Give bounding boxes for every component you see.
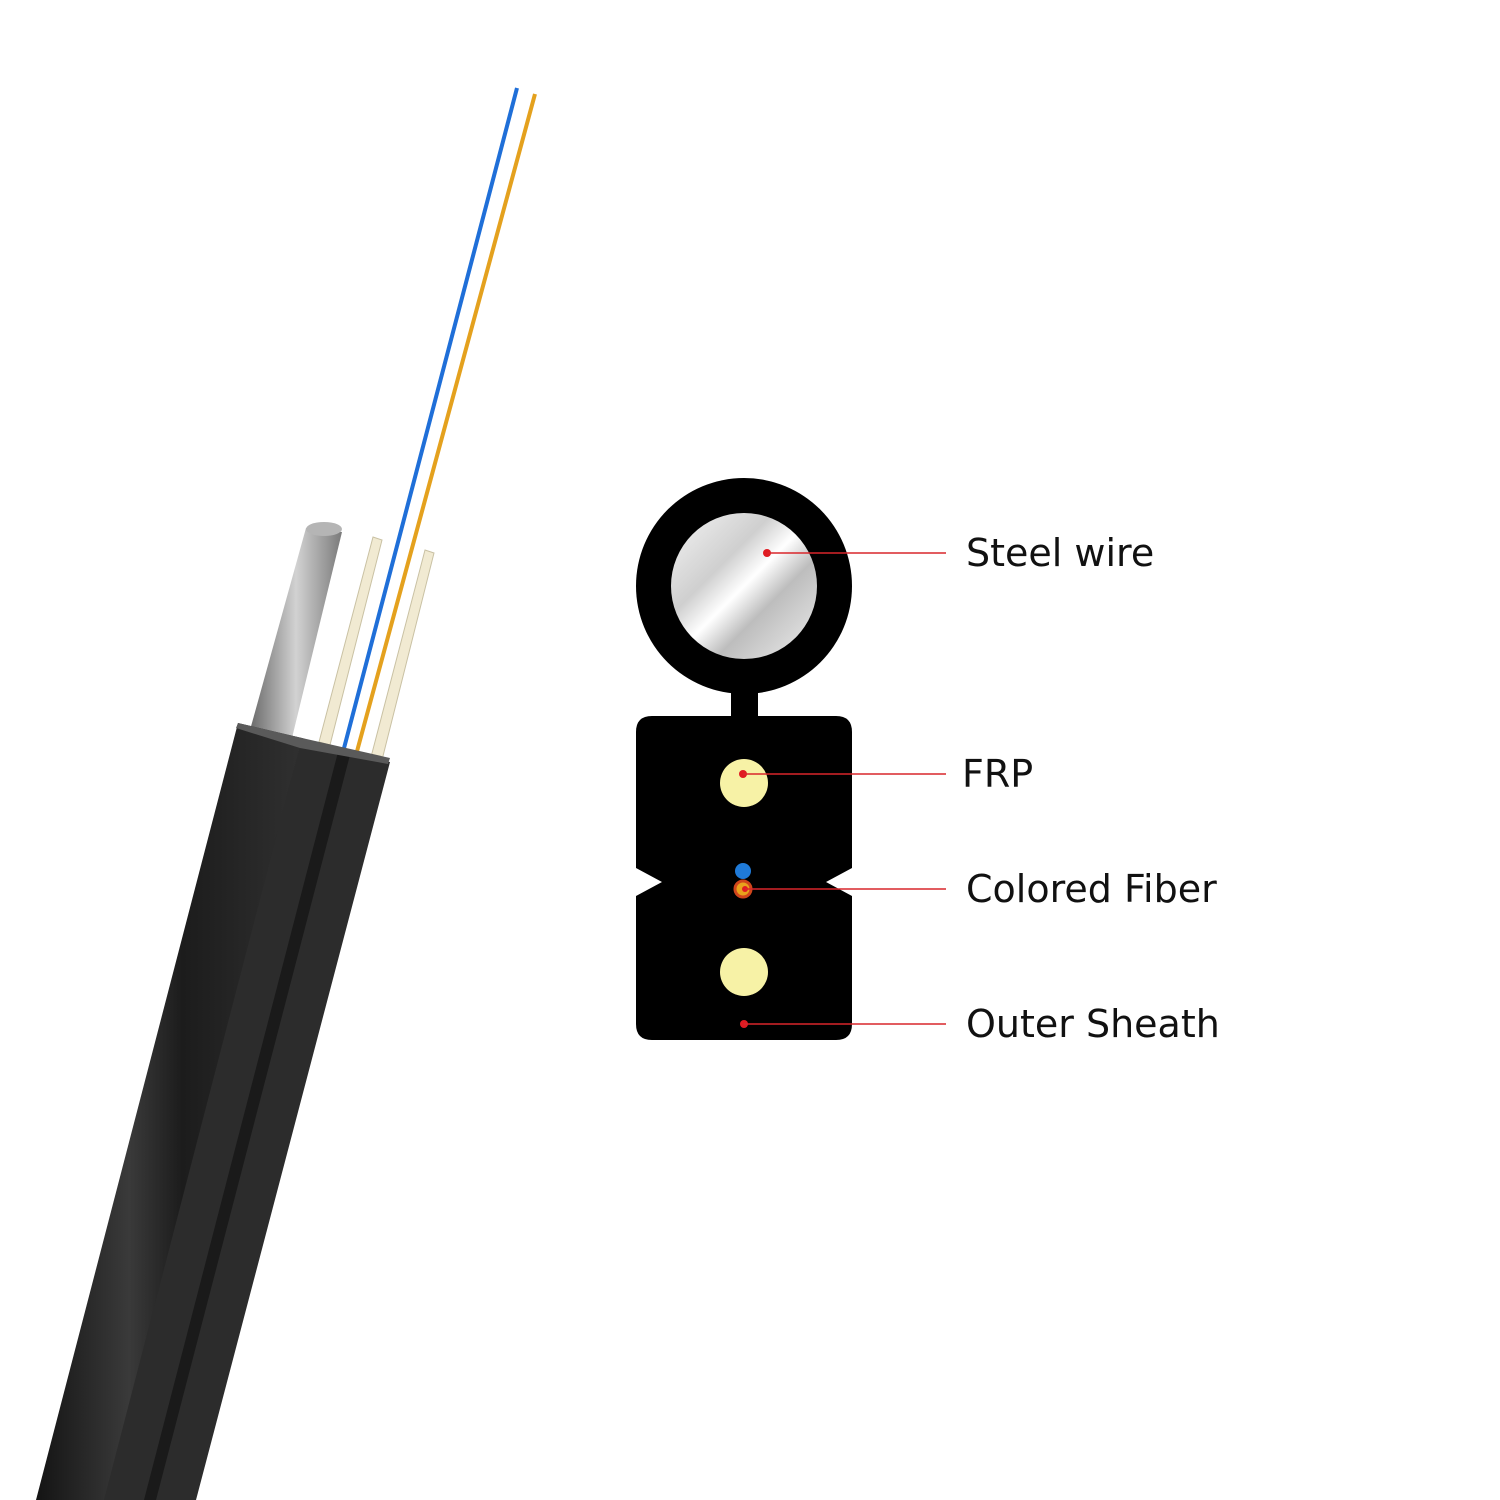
colored-fiber-blue: [735, 863, 751, 879]
label-outer-sheath: Outer Sheath: [966, 1002, 1220, 1046]
leader-colored-fiber: [742, 886, 946, 892]
label-frp: FRP: [962, 752, 1033, 796]
cable-jacket-groove: [144, 752, 350, 1500]
orange-fiber-strand: [354, 93, 537, 756]
leader-steel-wire: [763, 549, 946, 557]
leader-lines: [739, 549, 946, 1028]
label-colored-fiber: Colored Fiber: [966, 867, 1217, 911]
frp-bottom: [720, 948, 768, 996]
cable-cut-face: [236, 723, 390, 764]
steel-wire-strand: [250, 528, 342, 738]
steel-wire-end: [306, 522, 342, 536]
cross-section: [636, 478, 852, 1040]
label-steel-wire: Steel wire: [966, 531, 1154, 575]
frp-top: [720, 759, 768, 807]
leader-outer-sheath: [740, 1020, 946, 1028]
blue-fiber-strand: [341, 87, 519, 753]
cable-jacket-messenger: [36, 723, 302, 1500]
leader-frp: [739, 770, 946, 778]
cable-illustration: [36, 87, 537, 1500]
steel-wire-core: [671, 513, 817, 659]
